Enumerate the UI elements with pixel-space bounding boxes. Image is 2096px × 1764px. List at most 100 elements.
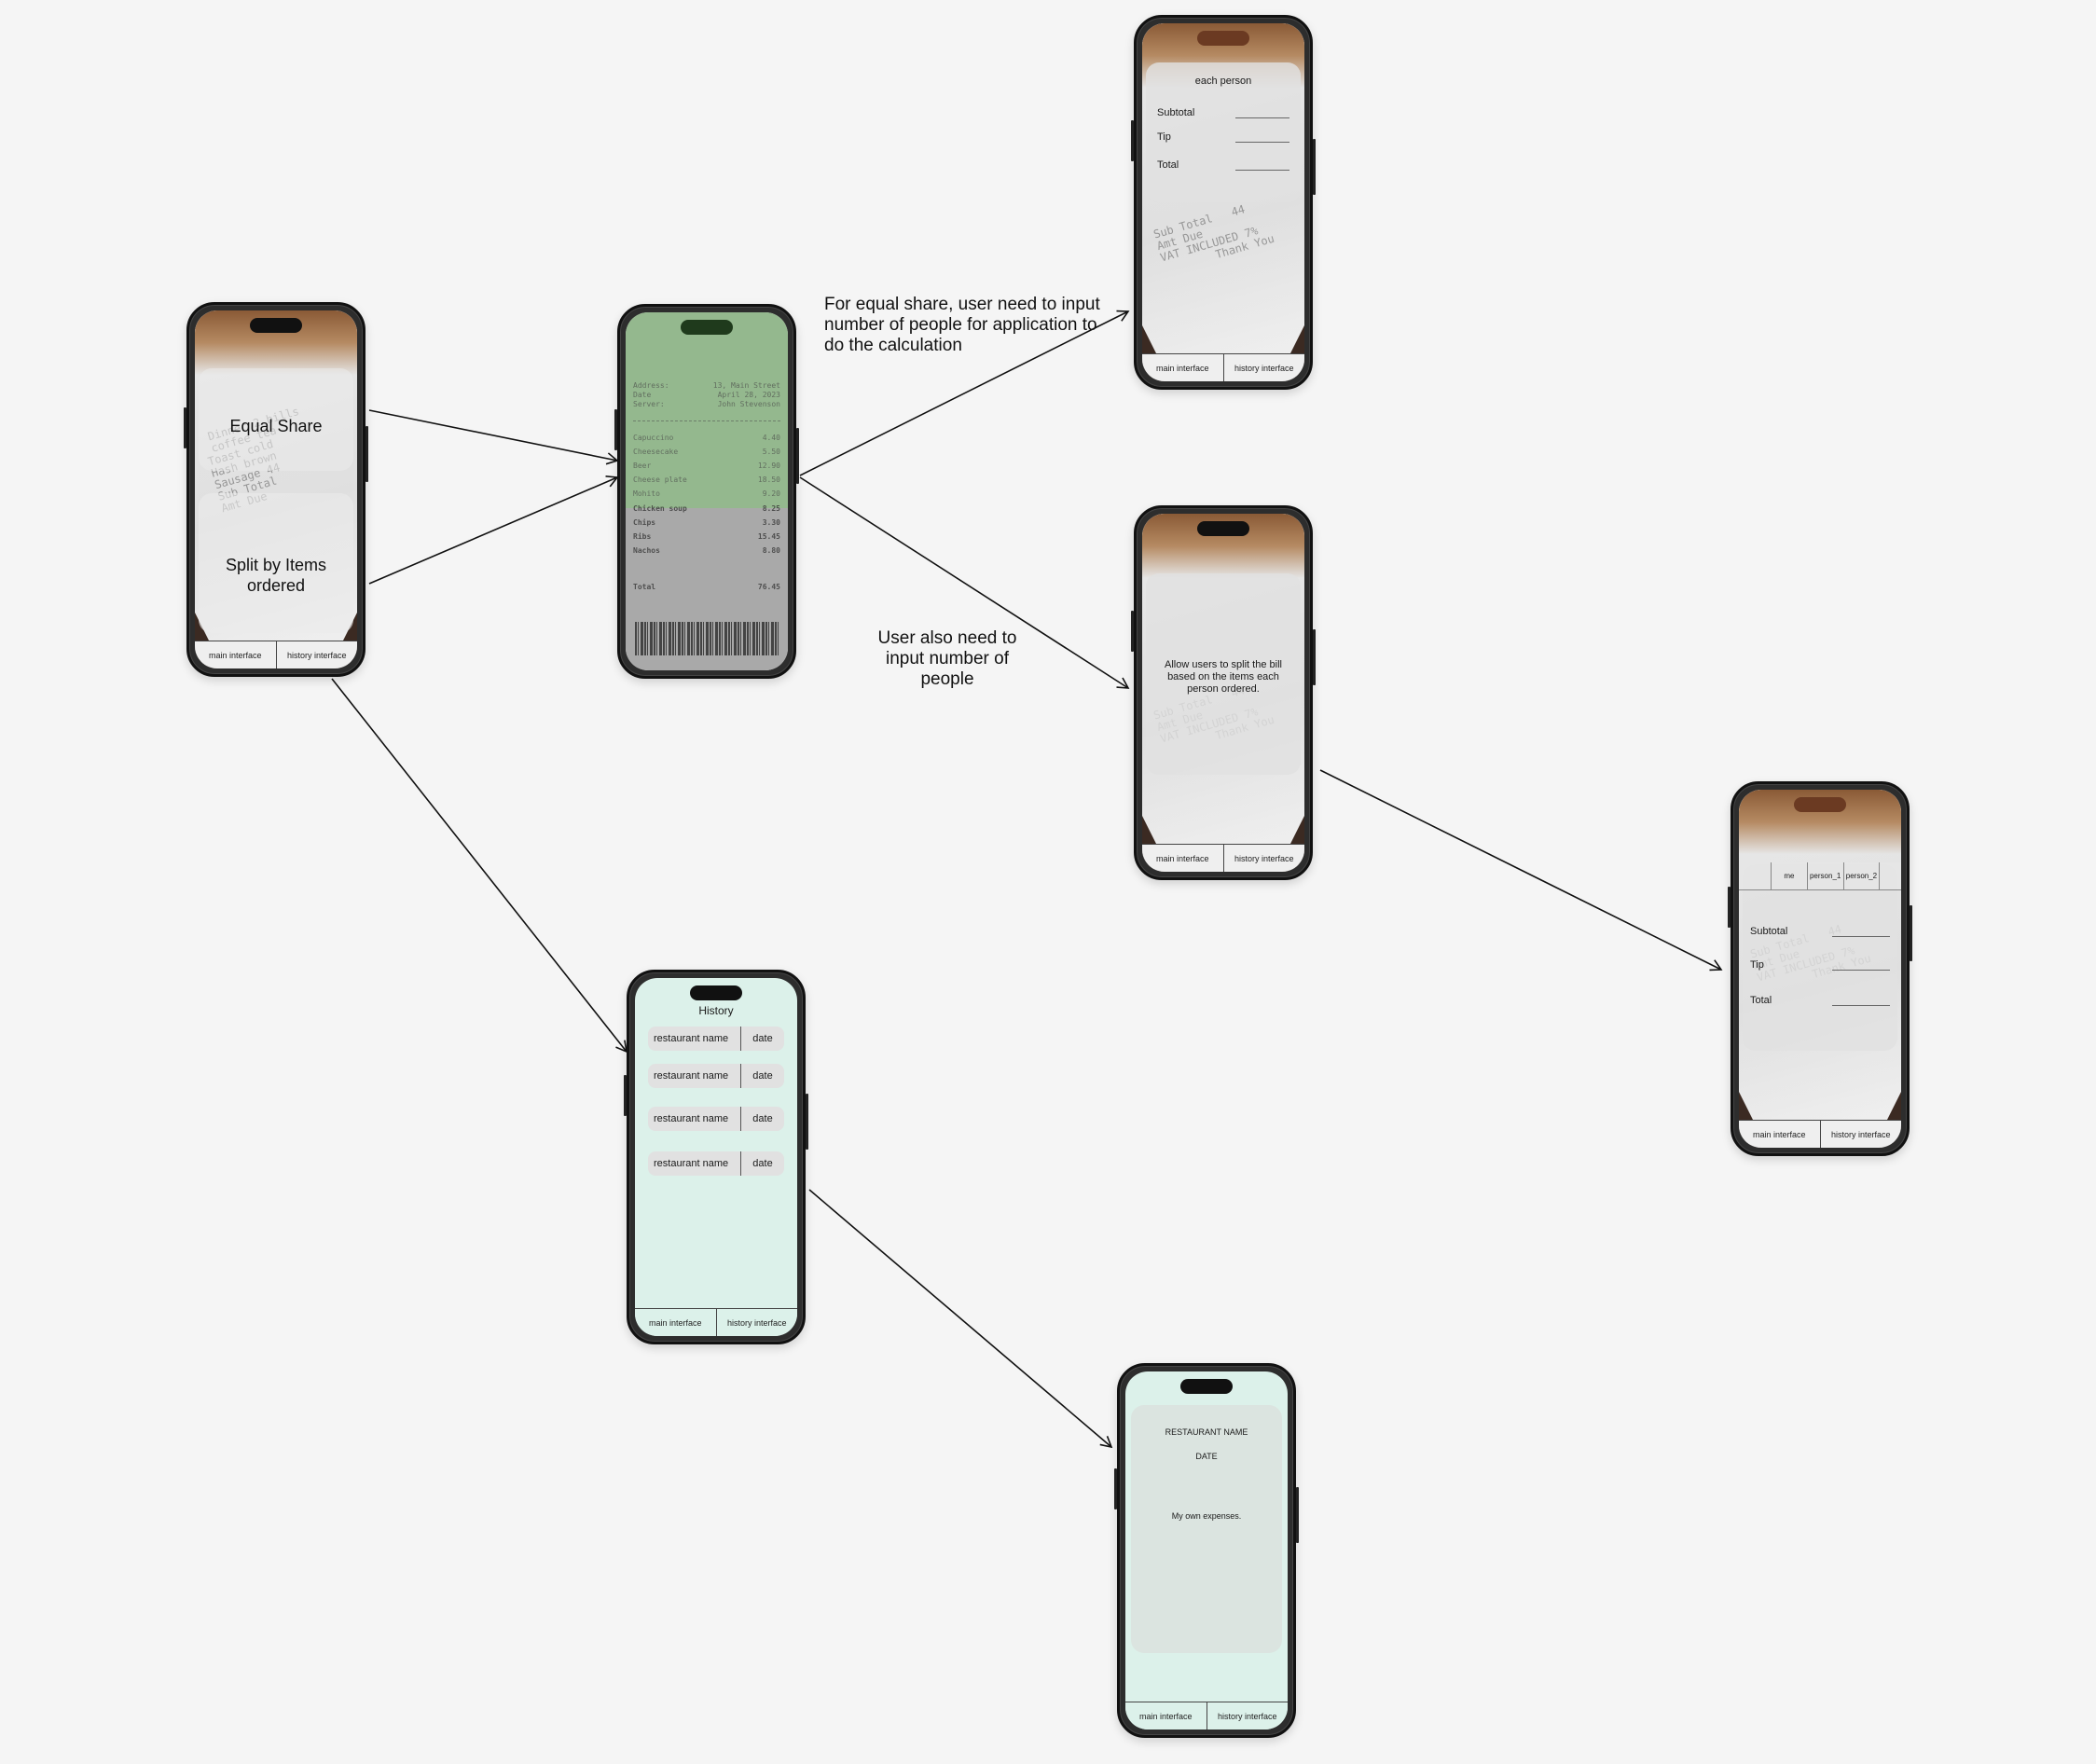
receipt-line-value: 12.90 [757, 462, 780, 470]
restaurant-name: restaurant name [648, 1027, 741, 1051]
receipt-line-value: 4.40 [762, 434, 780, 442]
visit-date: date [752, 1158, 773, 1169]
subtotal-label: Subtotal [1750, 926, 1788, 937]
history-row[interactable]: restaurant name date [648, 1107, 784, 1131]
phone-notch [1197, 521, 1249, 536]
receipt-line-label: Capuccino [633, 434, 674, 442]
phone-per-person-split: Sub Total 44 Amt Due VAT INCLUDED 7% Tha… [1728, 781, 1912, 1156]
split-by-items-button[interactable] [199, 493, 353, 633]
total-field[interactable]: Total [1157, 159, 1289, 171]
total-field[interactable]: Total [1750, 995, 1890, 1006]
tab-main-interface[interactable]: main interface [1155, 363, 1209, 373]
phone-notch [1197, 31, 1249, 46]
receipt-line-label: Address: [633, 381, 669, 390]
restaurant-name: restaurant name [648, 1107, 741, 1131]
tab-history-interface[interactable]: history interface [1222, 845, 1305, 872]
arrow-items-to-per-person [1319, 769, 1723, 972]
receipt-total-value: 76.45 [757, 583, 780, 591]
phone-notch [250, 318, 302, 333]
receipt-line: Address: 13, Main Street [633, 381, 780, 390]
equal-result-card: each person Subtotal Tip Total [1146, 62, 1301, 202]
receipt-line-value: 13, Main Street [712, 381, 780, 390]
receipt-divider [633, 420, 780, 421]
expense-detail-card: RESTAURANT NAME DATE My own expenses. [1131, 1405, 1282, 1653]
person-tab-person-2[interactable]: person_2 [1842, 862, 1880, 889]
tab-bar: main interface history interface [1125, 1702, 1288, 1730]
split-items-info-card: Allow users to split the bill based on t… [1146, 573, 1301, 775]
visit-date: date [752, 1070, 773, 1082]
person-tab-me[interactable]: me [1771, 862, 1807, 889]
receipt-line: Beer 12.90 [633, 462, 780, 470]
phone-notch [1180, 1379, 1233, 1394]
tip-field[interactable]: Tip [1750, 959, 1890, 971]
equal-share-annotation: For equal share, user need to input numb… [824, 295, 1100, 355]
tab-history-interface[interactable]: history interface [1819, 1121, 1902, 1148]
history-row[interactable]: restaurant name date [648, 1027, 784, 1051]
restaurant-name: restaurant name [648, 1064, 741, 1088]
tab-history-interface[interactable]: history interface [1222, 354, 1305, 381]
receipt-line-value: 5.50 [762, 448, 780, 456]
receipt-line-label: Chips [633, 518, 656, 527]
arrow-history-to-detail [808, 1189, 1113, 1449]
receipt-line-label: Mohito [633, 489, 660, 498]
arrow-scan-to-items-info [799, 476, 1130, 689]
receipt-line: Cheesecake 5.50 [633, 448, 780, 456]
history-row[interactable]: restaurant name date [648, 1151, 784, 1176]
arrow-equal-to-scan [368, 409, 619, 465]
receipt-line-value: 9.20 [762, 489, 780, 498]
tip-field[interactable]: Tip [1157, 131, 1289, 143]
split-by-items-label: Split by Items ordered [225, 556, 327, 595]
own-expenses-text: My own expenses. [1171, 1511, 1242, 1521]
history-row[interactable]: restaurant name date [648, 1064, 784, 1088]
equal-share-label: Equal Share [229, 417, 323, 435]
person-tabs: me person_1 person_2 [1739, 862, 1901, 890]
receipt-line-label: Nachos [633, 546, 660, 555]
each-person-title: each person [1194, 76, 1252, 87]
tab-main-interface[interactable]: main interface [208, 650, 262, 660]
tab-main-interface[interactable]: main interface [648, 1317, 702, 1328]
scan-highlight-region [626, 312, 788, 508]
subtotal-label: Subtotal [1157, 107, 1195, 118]
phone-notch [1794, 797, 1846, 812]
tab-history-interface[interactable]: history interface [275, 641, 358, 668]
person-tab-person-1[interactable]: person_1 [1806, 862, 1843, 889]
receipt-line-value: 18.50 [757, 475, 780, 484]
receipt-line-value: 8.80 [762, 546, 780, 555]
phone-history-list: History restaurant name date restaurant … [624, 970, 808, 1344]
tab-history-interface[interactable]: history interface [1206, 1702, 1289, 1730]
receipt-line-label: Ribs [633, 532, 652, 541]
tab-main-interface[interactable]: main interface [1138, 1711, 1193, 1721]
tab-bar: main interface history interface [195, 641, 357, 668]
total-label: Total [1157, 159, 1179, 171]
receipt-line-label: Chicken soup [633, 504, 687, 513]
receipt-line: Nachos 8.80 [633, 546, 780, 555]
phone-history-detail: RESTAURANT NAME DATE My own expenses. ma… [1114, 1363, 1299, 1738]
receipt-line: Server:John Stevenson [633, 400, 780, 408]
subtotal-field[interactable]: Subtotal [1750, 926, 1890, 937]
phone-equal-result: Sub Total 44 Amt Due VAT INCLUDED 7% Tha… [1131, 15, 1316, 390]
tab-history-interface[interactable]: history interface [715, 1309, 798, 1336]
receipt-line-label: Beer [633, 462, 652, 470]
split-items-description: Allow users to split the bill based on t… [1165, 659, 1282, 695]
receipt-line-label: Cheesecake [633, 448, 679, 456]
visit-date: date [752, 1113, 773, 1124]
tab-main-interface[interactable]: main interface [1752, 1129, 1806, 1139]
receipt-line: Capuccino 4.40 [633, 434, 780, 442]
visit-date: date [752, 1033, 773, 1044]
tab-bar: main interface history interface [1142, 353, 1304, 381]
subtotal-field[interactable]: Subtotal [1157, 107, 1289, 118]
restaurant-name-heading: RESTAURANT NAME [1165, 1427, 1248, 1437]
receipt-line-value: 3.30 [762, 518, 780, 527]
receipt-line-label: Cheese plate [633, 475, 687, 484]
restaurant-name: restaurant name [648, 1151, 741, 1176]
tab-main-interface[interactable]: main interface [1155, 853, 1209, 863]
tip-label: Tip [1750, 959, 1764, 971]
phone-notch [681, 320, 733, 335]
receipt-line-value: John Stevenson [717, 400, 780, 408]
equal-share-button[interactable] [199, 368, 353, 471]
tab-bar: main interface history interface [635, 1308, 797, 1336]
